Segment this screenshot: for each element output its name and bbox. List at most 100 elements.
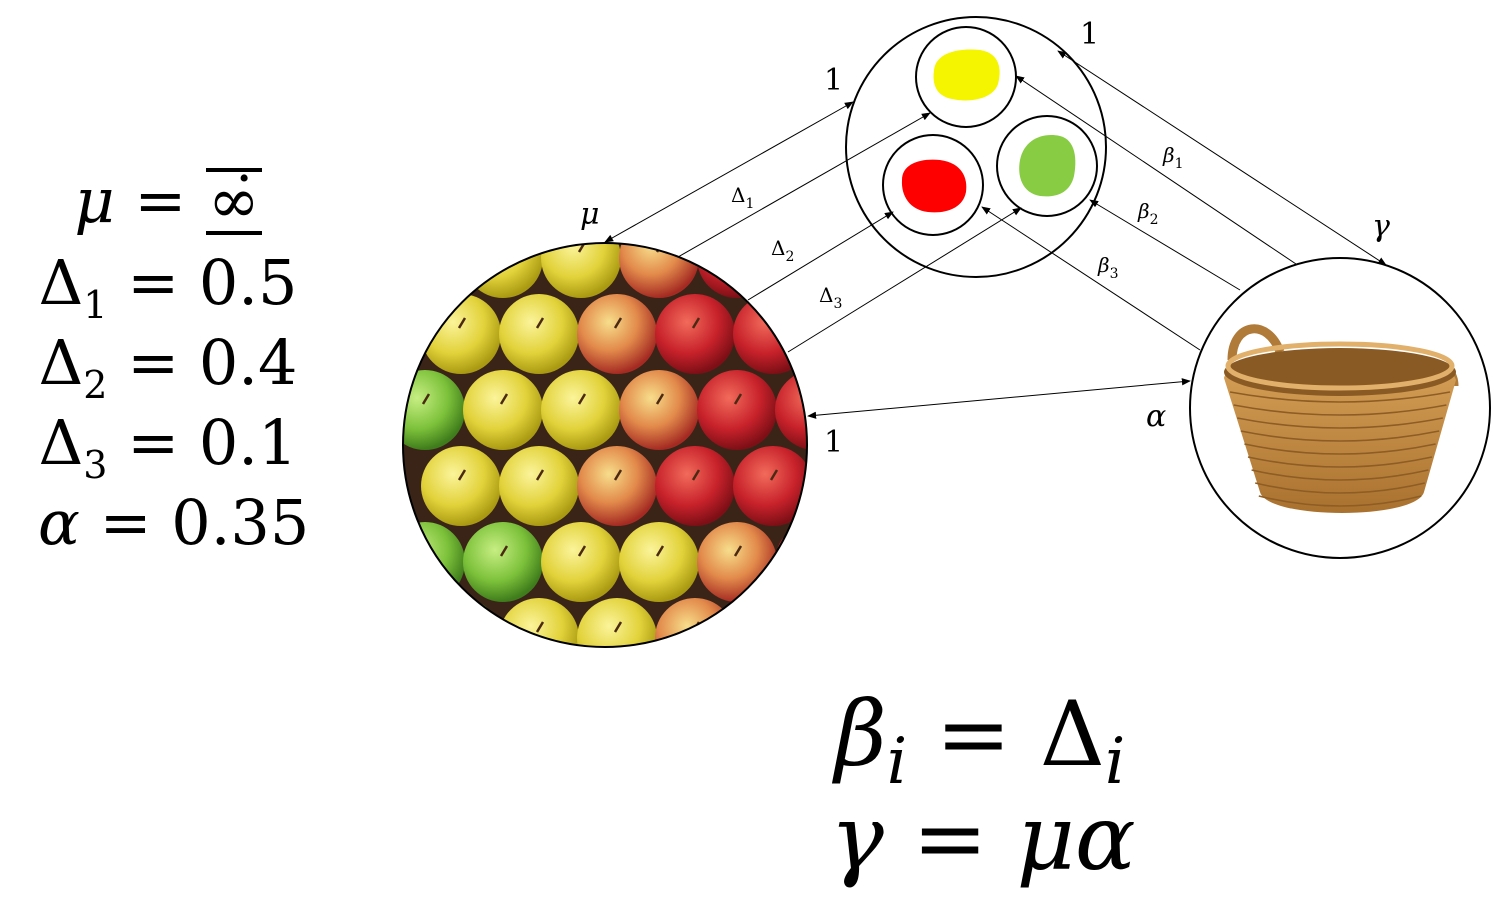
label-one-bottom: 1 [824,425,843,460]
label-alpha: α [1146,399,1166,434]
wicker-basket-image [1224,324,1459,513]
edge-labels: μ 1 1 1 γ α Δ1 Δ2 Δ3 β1 β2 β3 [580,17,1390,460]
label-delta2: Δ2 [771,236,794,265]
label-beta1: β1 [1162,143,1183,172]
apple-stem [577,545,587,557]
apple-shape [541,370,621,450]
apple-shape [655,446,735,526]
param-delta3: Δ3 = 0.1 [38,406,298,487]
apple-stem [849,470,855,480]
apple-shape [577,446,657,526]
label-delta3: Δ3 [819,283,842,312]
red-blob [901,159,967,213]
apple-stem [499,243,509,253]
edge-gamma-1 [1057,50,1387,266]
apple-stem [421,545,431,557]
relation-beta: βi = Δi [834,682,1126,799]
apple-shape [499,598,579,647]
apple-stem [499,393,509,405]
edge-delta2 [747,211,894,301]
yellow-bin [915,26,1017,128]
label-mu: μ [580,197,600,232]
basket-weave-line [1258,495,1422,507]
apple-shape [541,522,621,602]
apple-shape [577,598,657,647]
apple-shape [463,522,543,602]
apple-stem [535,469,545,481]
apple-shape [775,370,807,450]
basket-weave-line [1240,430,1440,442]
apple-shape [619,370,699,450]
apple-stem [849,622,855,632]
apple-shape [619,243,699,298]
apple-stem [655,545,665,557]
apple-stem [421,393,431,405]
apple-stem [691,469,701,481]
apple-shape [619,522,699,602]
basket-weave-line [1229,391,1451,403]
apple-stem [457,469,467,481]
param-alpha: α = 0.35 [38,486,310,559]
apple-stem [849,318,855,328]
apple-shape [499,446,579,526]
apple-stem [733,393,743,405]
relation-gamma: γ = μα [830,786,1136,891]
edges [604,50,1387,419]
apple-shape [403,243,465,298]
apple-shape [403,370,465,450]
apple-stem [577,393,587,405]
apple-stem [421,243,431,253]
edge-beta1 [1015,75,1297,265]
basket-weave-line [1251,469,1429,481]
apple-stem [613,317,623,329]
apple-shape [541,243,621,298]
apple-pile-node [402,242,891,678]
label-delta1: Δ1 [731,183,754,212]
edge-delta3 [787,207,1022,353]
label-gamma: γ [1372,209,1390,244]
apple-shape [655,294,735,374]
edge-alpha-1 [807,378,1191,419]
basket-weave-line [1237,417,1443,429]
param-delta2: Δ2 = 0.4 [38,326,298,407]
apple-stem [813,242,819,252]
apple-stem [691,317,701,329]
basket-weave-line [1247,456,1433,468]
yellow-blob [933,49,1000,101]
apple-stem [733,243,743,253]
edge-delta1 [677,112,931,258]
basket-weave-line [1244,443,1436,455]
apple-stem [457,317,467,329]
apple-stem [457,621,467,633]
apple-shape [463,370,543,450]
color-sorter-node [845,16,1107,278]
label-beta2: β2 [1137,199,1158,228]
apple-stem [535,621,545,633]
label-beta3: β3 [1097,253,1118,282]
green-bin [996,115,1098,217]
apple-shape [403,522,465,602]
label-one-top-left: 1 [824,63,843,98]
apple-shape [421,294,501,374]
apple-shape [499,294,579,374]
basket-weave-line [1233,404,1447,416]
apple-stem [655,393,665,405]
edge-beta3 [981,206,1201,351]
apple-shape [577,294,657,374]
apple-shape [811,598,891,678]
apple-stem [535,317,545,329]
apple-shape [697,370,777,450]
param-delta1: Δ1 = 0.5 [38,246,298,327]
basket-weave-line [1255,482,1425,494]
basket-node [1189,257,1491,559]
red-bin [882,134,984,236]
apple-stem [613,469,623,481]
apple-stem [769,317,779,329]
edge-mu-1 [604,101,854,243]
edge-beta2 [1089,199,1241,291]
mu-value: ∞̇ [206,164,262,237]
apple-shape [697,243,777,298]
apple-shape [421,446,501,526]
apple-stem [769,469,779,481]
